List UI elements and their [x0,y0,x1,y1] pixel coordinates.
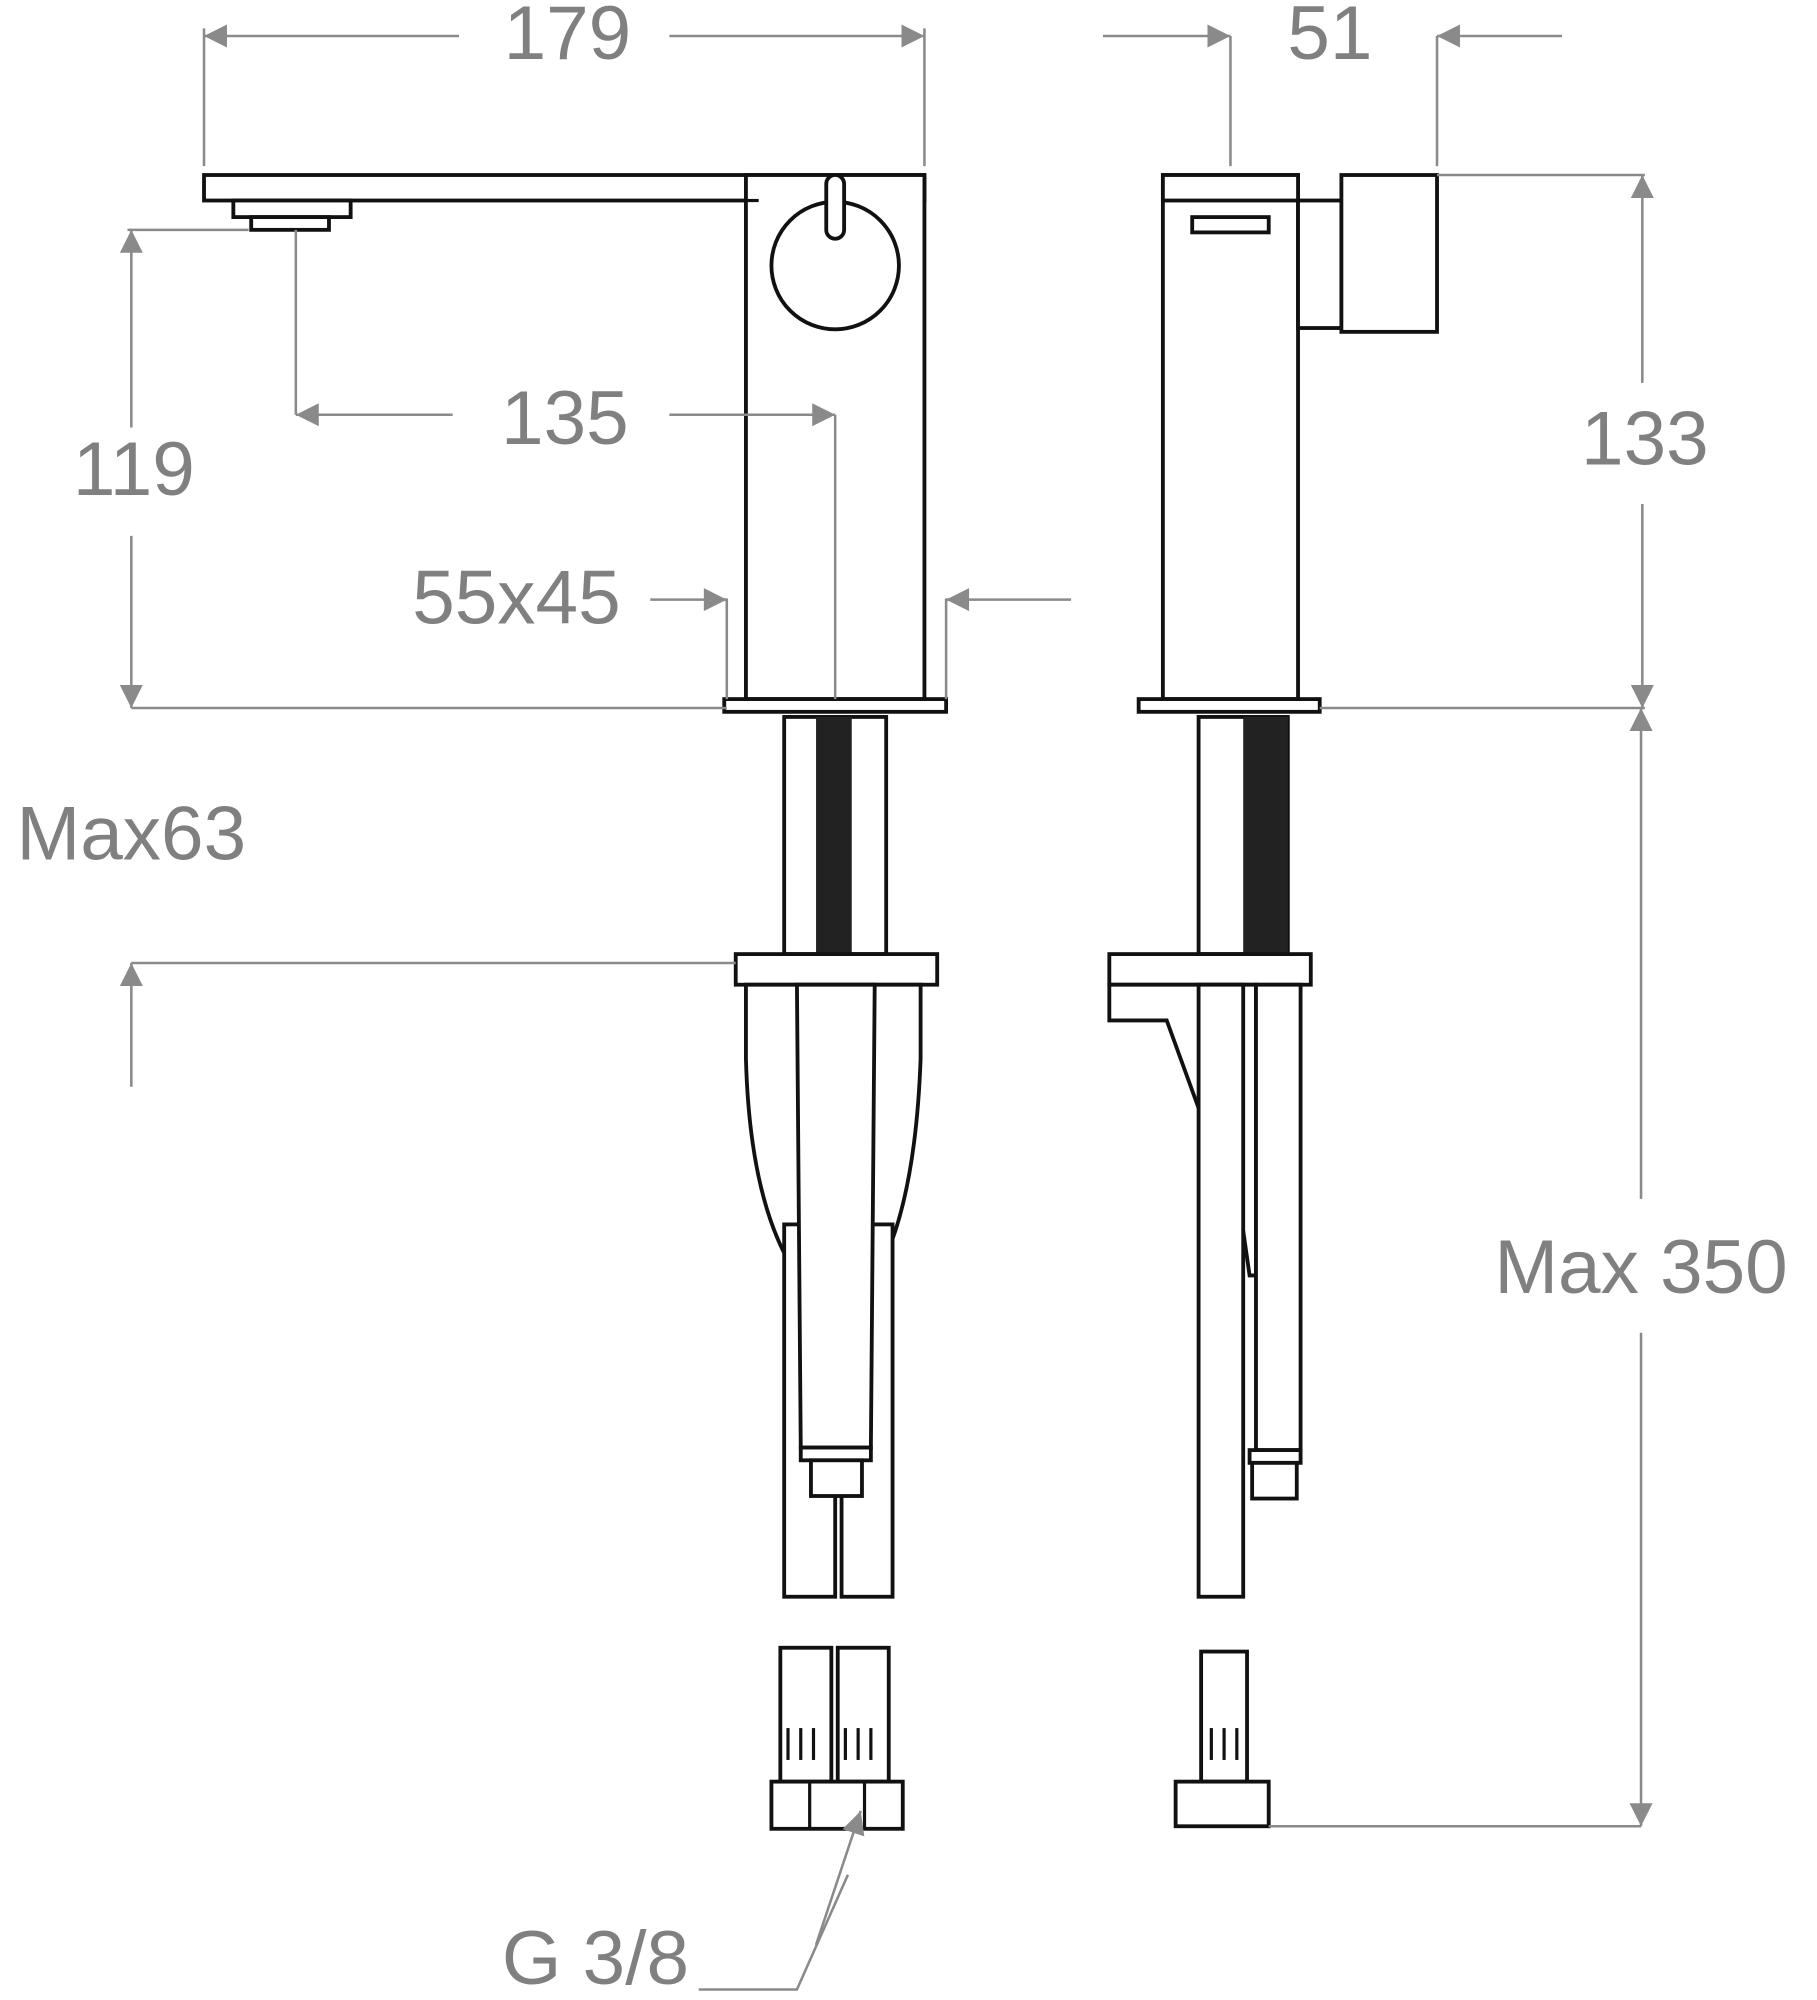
label-max350: Max 350 [1494,1225,1787,1310]
label-135: 135 [501,376,629,461]
label-133: 133 [1581,396,1709,481]
fixing-plate [733,952,940,987]
label-179: 179 [504,0,632,76]
label-51: 51 [1287,0,1372,76]
label-max63: Max63 [17,792,247,877]
nut [809,1458,864,1498]
label-119: 119 [73,427,195,512]
side-view [1107,173,1439,1829]
threaded-rod [816,716,852,955]
front-view [202,173,949,1831]
side-body [1160,173,1300,701]
hex-connector [769,1779,905,1831]
base-plate [722,697,949,714]
side-handle [1339,173,1439,334]
aerator [231,198,353,220]
dimension-labels: 179 51 119 135 55x45 133 Max63 Max 350 G… [17,0,1788,2000]
dimension-lines [119,24,1654,1991]
label-g38: G 3/8 [502,1916,689,2000]
label-55x45: 55x45 [412,556,620,641]
handle-lever [824,173,847,241]
